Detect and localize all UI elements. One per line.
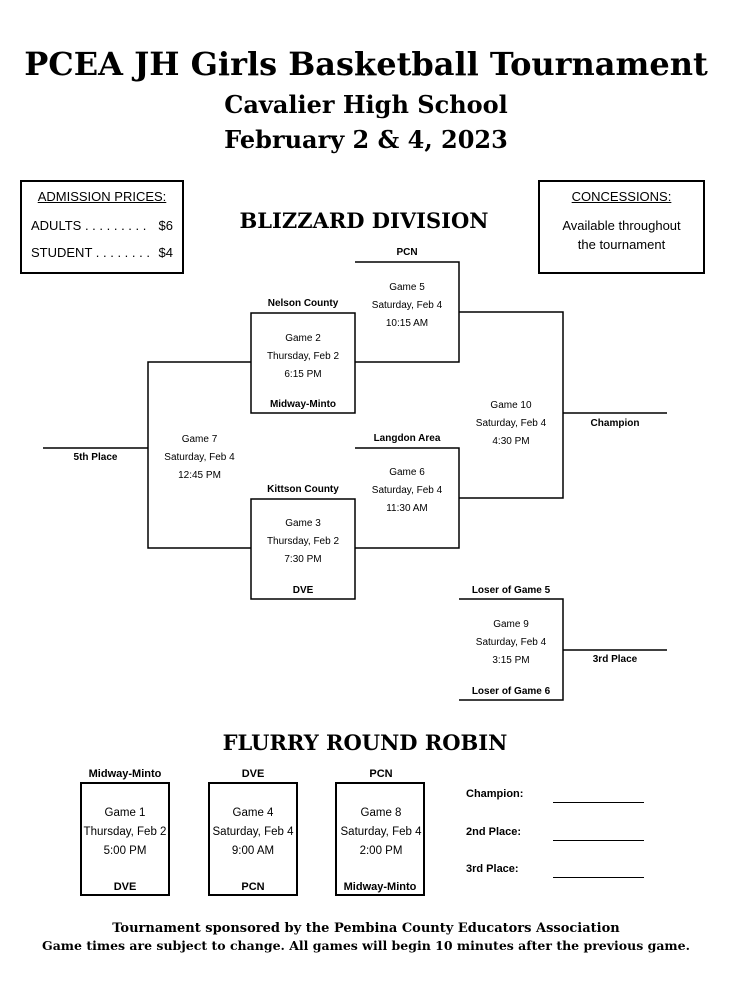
- game-name: Game 5: [389, 282, 425, 293]
- rr-team-bottom: Midway-Minto: [343, 881, 417, 893]
- game-day: Saturday, Feb 4: [371, 300, 443, 311]
- game-3-info: Game 3 Thursday, Feb 2 7:30 PM: [251, 515, 355, 569]
- game-name: Game 7: [181, 434, 218, 445]
- admission-box: ADMISSION PRICES: ADULTS . . . . . . . .…: [20, 180, 184, 274]
- page-title: PCEA JH Girls Basketball Tournament: [24, 45, 708, 83]
- game-name: Game 4: [232, 807, 274, 819]
- game-name: Game 2: [285, 333, 321, 344]
- game-7-info: Game 7 Saturday, Feb 4 12:45 PM: [148, 431, 251, 485]
- admission-dots: . . . . . . . . .: [84, 218, 147, 233]
- rr-champion-label: Champion:: [466, 788, 524, 800]
- champion-label: Champion: [590, 418, 640, 429]
- game-time: 11:30 AM: [386, 503, 428, 514]
- team-label-dve: DVE: [292, 585, 314, 596]
- game-7-bracket: [147, 361, 251, 549]
- game-name: Game 6: [389, 467, 425, 478]
- rr-team-bottom: DVE: [113, 881, 137, 893]
- third-place-label: 3rd Place: [592, 654, 638, 665]
- fifth-place-label: 5th Place: [73, 452, 118, 463]
- game-9-info: Game 9 Saturday, Feb 4 3:15 PM: [459, 616, 563, 670]
- team-label-nelson-county: Nelson County: [267, 298, 339, 309]
- admission-label: STUDENT: [31, 245, 93, 260]
- rr-team-bottom: PCN: [241, 881, 265, 893]
- game-3-box: [250, 498, 356, 600]
- admission-heading: ADMISSION PRICES:: [37, 189, 167, 204]
- team-label-kittson-county: Kittson County: [267, 484, 339, 495]
- game-2-info: Game 2 Thursday, Feb 2 6:15 PM: [251, 330, 355, 384]
- game-5-info: Game 5 Saturday, Feb 4 10:15 AM: [355, 279, 459, 333]
- game-name: Game 10: [490, 400, 532, 411]
- game-day: Saturday, Feb 4: [371, 485, 443, 496]
- rr-second-place-blank: [553, 840, 644, 841]
- team-label-midway-minto: Midway-Minto: [269, 399, 337, 410]
- game-time: 4:30 PM: [492, 436, 530, 447]
- game-10-bracket: [459, 311, 564, 499]
- blizzard-division-title: BLIZZARD DIVISION: [239, 208, 489, 233]
- rr-team-top: Midway-Minto: [88, 768, 162, 780]
- game-name: Game 9: [493, 619, 529, 630]
- game-time: 3:15 PM: [492, 655, 530, 666]
- game-time: 5:00 PM: [103, 845, 147, 857]
- game-name: Game 8: [360, 807, 402, 819]
- rr-third-place-blank: [553, 877, 644, 878]
- game-day: Thursday, Feb 2: [266, 536, 340, 547]
- rr-team-top: DVE: [241, 768, 265, 780]
- rr-game-1-box: [80, 782, 170, 896]
- admission-dots: . . . . . . . .: [95, 245, 150, 260]
- admission-label: ADULTS: [31, 218, 82, 233]
- game-day: Thursday, Feb 2: [83, 826, 167, 838]
- game-time: 10:15 AM: [385, 318, 429, 329]
- rr-game-8-info: Game 8 Saturday, Feb 4 2:00 PM: [318, 804, 444, 861]
- game-day: Thursday, Feb 2: [266, 351, 340, 362]
- rr-third-place-label: 3rd Place:: [466, 863, 519, 875]
- admission-price: $4: [158, 245, 173, 260]
- rr-game-4-info: Game 4 Saturday, Feb 4 9:00 AM: [190, 804, 316, 861]
- rr-champion-blank: [553, 802, 644, 803]
- rr-team-top: PCN: [369, 768, 393, 780]
- game-time: 9:00 AM: [231, 845, 275, 857]
- admission-price: $6: [158, 218, 173, 233]
- game-time: 2:00 PM: [359, 845, 403, 857]
- admission-row-student: STUDENT . . . . . . . . $4: [31, 245, 173, 260]
- game-name: Game 3: [285, 518, 321, 529]
- footer-disclaimer: Game times are subject to change. All ga…: [42, 938, 690, 953]
- concessions-box: CONCESSIONS: Available throughout the to…: [538, 180, 705, 274]
- team-label-loser-game-5: Loser of Game 5: [471, 585, 551, 596]
- flurry-round-robin-title: FLURRY ROUND ROBIN: [222, 730, 508, 755]
- game-time: 7:30 PM: [284, 554, 322, 565]
- game-time: 6:15 PM: [284, 369, 322, 380]
- concessions-line-1: Available throughout: [562, 218, 681, 233]
- rr-second-place-label: 2nd Place:: [466, 826, 522, 838]
- game-name: Game 1: [104, 807, 146, 819]
- rr-game-8-box: [335, 782, 425, 896]
- game-10-info: Game 10 Saturday, Feb 4 4:30 PM: [459, 397, 563, 451]
- team-label-langdon-area: Langdon Area: [373, 433, 441, 444]
- game-2-box: [250, 312, 356, 414]
- team-label-loser-game-6: Loser of Game 6: [471, 686, 551, 697]
- team-label-pcn: PCN: [396, 247, 418, 258]
- game-day: Saturday, Feb 4: [475, 637, 547, 648]
- venue-title: Cavalier High School: [224, 90, 508, 119]
- concessions-heading: CONCESSIONS:: [571, 189, 672, 204]
- game-day: Saturday, Feb 4: [340, 826, 422, 838]
- footer-sponsor: Tournament sponsored by the Pembina Coun…: [112, 921, 620, 936]
- game-day: Saturday, Feb 4: [475, 418, 547, 429]
- game-day: Saturday, Feb 4: [212, 826, 294, 838]
- concessions-line-2: the tournament: [577, 237, 666, 252]
- game-6-info: Game 6 Saturday, Feb 4 11:30 AM: [355, 464, 459, 518]
- game-day: Saturday, Feb 4: [164, 452, 235, 463]
- game-time: 12:45 PM: [178, 470, 221, 481]
- rr-game-1-info: Game 1 Thursday, Feb 2 5:00 PM: [62, 804, 188, 861]
- rr-game-4-box: [208, 782, 298, 896]
- dates-title: February 2 & 4, 2023: [224, 125, 508, 154]
- admission-row-adults: ADULTS . . . . . . . . . $6: [31, 218, 173, 233]
